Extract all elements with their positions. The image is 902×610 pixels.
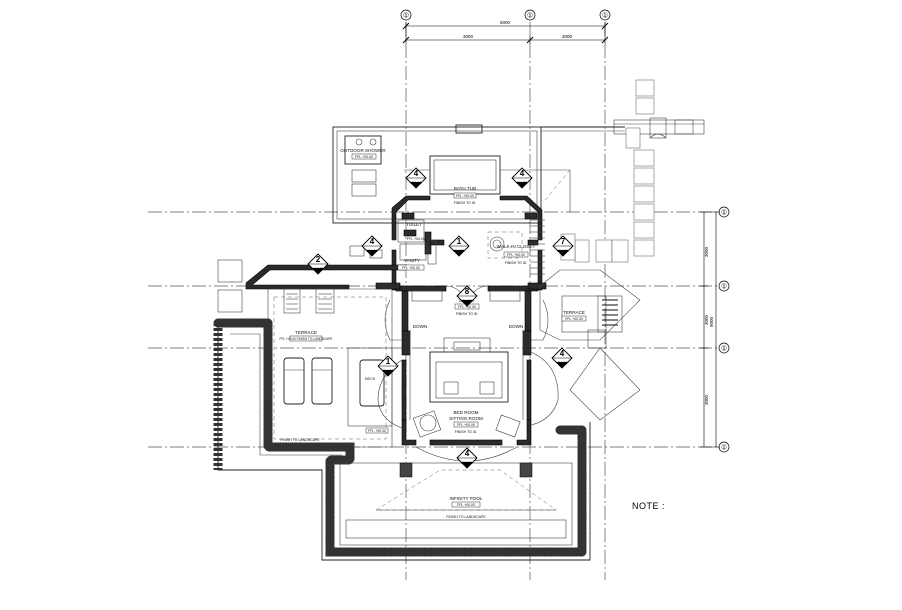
grid-bubble-label: ① <box>527 12 533 20</box>
dimension-label: 3000 <box>562 34 573 39</box>
room-finish-walk-in-closet: FINISH TO ID. <box>505 261 528 265</box>
room-label-terrace: TERRACE <box>295 330 317 335</box>
room-label-outdoor-shower: OUTDOOR SHOWER <box>340 148 386 153</box>
grid-bubble-icon <box>599 9 611 21</box>
svg-text:XX-01: XX-01 <box>382 368 394 373</box>
room-level-terrace-right: FFL +00.00 <box>565 317 583 321</box>
right-terrace <box>520 169 641 421</box>
building-walls <box>245 195 547 446</box>
room-label-terrace-right: TERRACE <box>563 310 585 315</box>
dimension-lines: 6000 3000 3000 3000 9000 3000 3000 <box>402 20 720 448</box>
svg-text:1: 1 <box>386 357 391 366</box>
grid-bubble-icon <box>718 342 730 354</box>
section-marker-icon: 4 XX-01 <box>456 447 478 469</box>
section-marker-icon: 8 XX-01 <box>456 285 478 307</box>
room-level-vanity: FFL +00.00 <box>402 266 420 270</box>
left-terrace <box>217 245 393 448</box>
room-level-toilet: FFL +00.00 <box>407 237 425 241</box>
svg-text:4: 4 <box>465 449 470 458</box>
svg-text:4: 4 <box>520 169 525 178</box>
room-finish-entry: FINISH TO ID. <box>456 312 479 316</box>
room-level-bath-tub: FFL +00.00 <box>456 194 474 198</box>
room-level-walk-in-closet: FFL +00.00 <box>507 253 525 257</box>
grid-bubbles: ① ① ① ① ① ① ① <box>400 9 730 453</box>
room-level-pool: FFL +00.00 <box>457 503 475 507</box>
grid-bubble-icon <box>524 9 536 21</box>
section-tags: 4 XX-01 4 XX-01 4 XX-01 1 XX-01 <box>307 167 574 469</box>
svg-text:4: 4 <box>414 169 419 178</box>
room-finish-bath-tub: FINISH TO ID. <box>454 201 477 205</box>
pool-deck <box>339 462 573 546</box>
section-marker-icon: 4 XX-01 <box>405 167 427 189</box>
dimension-label: 3000 <box>704 314 709 325</box>
svg-text:XX-01: XX-01 <box>461 298 473 303</box>
section-marker-icon: 1 XX-01 <box>377 355 399 377</box>
room-level-bedroom: FFL +00.00 <box>457 423 475 427</box>
grid-bubble-icon <box>400 9 412 21</box>
svg-text:XX-01: XX-01 <box>461 460 473 465</box>
grid-bubble-label: ① <box>721 444 727 452</box>
dimension-label: 9000 <box>709 316 714 327</box>
svg-text:XX-01: XX-01 <box>556 360 568 365</box>
room-level-terrace: FFL +00.00 FINISH TO LANDSCAPE <box>280 337 333 341</box>
section-marker-icon: 7 XX-01 <box>552 235 574 257</box>
grid-bubble-label: ① <box>721 209 727 217</box>
room-finish-pool: FINISH TO LANDSCAPE <box>446 515 486 519</box>
room-finish-bedroom: FINISH TO ID. <box>455 430 478 434</box>
dimension-label: 3000 <box>704 246 709 257</box>
svg-text:XX-01: XX-01 <box>557 248 569 253</box>
svg-text:2: 2 <box>316 255 321 264</box>
room-label-bedroom: BED ROOM <box>453 410 478 415</box>
grid-bubble-icon <box>718 280 730 292</box>
grid-lines <box>148 22 718 580</box>
section-marker-icon: 4 XX-01 <box>361 235 383 257</box>
section-marker-icon: 4 XX-01 <box>511 167 533 189</box>
note-label: NOTE : <box>632 501 665 511</box>
dimension-label: 3000 <box>704 394 709 405</box>
svg-text:4: 4 <box>370 237 375 246</box>
room-label-bath-tub: BATH TUB <box>454 186 476 191</box>
svg-text:XX-01: XX-01 <box>366 248 378 253</box>
room-level-outdoor-shower: FFL +00.00 <box>355 155 373 159</box>
grid-bubble-label: ① <box>403 12 409 20</box>
bath-tub-area: BATH TUB FFL +00.00 FINISH TO ID. <box>404 155 520 205</box>
stepping-stones <box>560 79 655 263</box>
svg-text:XX-01: XX-01 <box>410 180 422 185</box>
pebble-border <box>213 318 591 561</box>
svg-text:XX-01: XX-01 <box>312 266 324 271</box>
svg-text:XX-01: XX-01 <box>453 248 465 253</box>
room-label-deck: DECK <box>365 377 376 381</box>
down-label: DOWN <box>509 324 524 329</box>
grid-bubble-label: ① <box>721 283 727 291</box>
section-marker-icon: 2 XX-01 <box>307 253 329 275</box>
section-marker-icon: 1 XX-01 <box>448 235 470 257</box>
outer-boundary <box>332 117 705 224</box>
grid-bubble-label: ① <box>602 12 608 20</box>
down-label: DOWN <box>413 324 428 329</box>
svg-text:1: 1 <box>457 237 462 246</box>
room-sublabel-bedroom: SITTING ROOM <box>449 416 483 421</box>
room-level-deck: FFL +00.00 <box>368 429 386 433</box>
room-level-entry: FFL +00.00 <box>458 305 476 309</box>
room-label-pool: INFINITY POOL <box>449 496 483 501</box>
room-label-walk-in-closet: WALK-IN CLOSET <box>497 244 536 249</box>
svg-text:8: 8 <box>465 287 470 296</box>
grid-bubble-label: ① <box>721 345 727 353</box>
section-marker-icon: 4 XX-01 <box>551 347 573 369</box>
svg-text:XX-01: XX-01 <box>516 180 528 185</box>
svg-text:4: 4 <box>560 349 565 358</box>
dimension-label: 6000 <box>500 20 511 25</box>
svg-text:7: 7 <box>561 237 566 246</box>
room-labels: TOILET FFL +00.00 VANITY FFL +00.00 WALK… <box>280 222 587 519</box>
dimension-label: 3000 <box>463 34 474 39</box>
outdoor-shower: OUTDOOR SHOWER FFL +00.00 <box>340 135 386 197</box>
room-label-vanity: VANITY <box>404 258 420 263</box>
room-label-toilet: TOILET <box>406 222 422 227</box>
room-finish-deck: FINISH TO LANDSCAPE <box>280 438 320 442</box>
